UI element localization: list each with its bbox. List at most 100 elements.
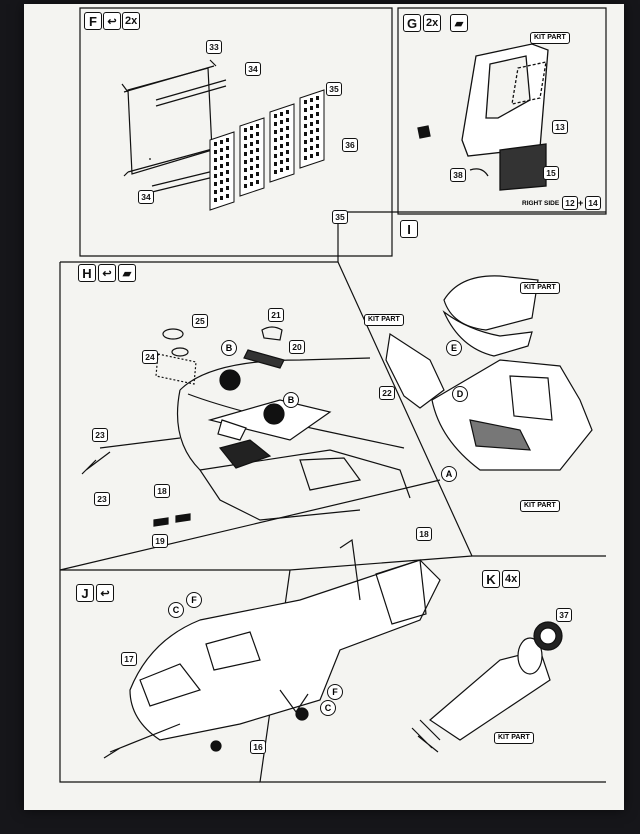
part-25: 25	[192, 314, 208, 328]
rack-hole	[286, 142, 289, 146]
rack-hole	[256, 172, 259, 176]
rack-hole	[274, 170, 277, 174]
rack-hole	[244, 152, 247, 156]
part-13: 13	[552, 120, 568, 134]
part-12: 12	[562, 196, 578, 210]
part-35b: 35	[332, 210, 348, 224]
rack-hole	[274, 146, 277, 150]
rack-hole	[304, 156, 307, 160]
rack-hole	[226, 138, 229, 142]
part-17: 17	[121, 652, 137, 666]
rack-hole	[214, 142, 217, 146]
part-18-j: 18	[416, 527, 432, 541]
rack-hole	[250, 182, 253, 186]
rack-hole	[274, 162, 277, 166]
part-16: 16	[250, 740, 266, 754]
rack-hole	[256, 148, 259, 152]
rack-hole	[304, 108, 307, 112]
rack-hole	[226, 162, 229, 166]
step-h-turn-icon: ↩	[98, 264, 116, 282]
rack-hole	[244, 128, 247, 132]
rack-hole	[304, 124, 307, 128]
part-33: 33	[206, 40, 222, 54]
rack-hole	[220, 188, 223, 192]
rack-hole	[256, 140, 259, 144]
rack-hole	[220, 140, 223, 144]
rack-hole	[274, 122, 277, 126]
step-f-turn-icon: ↩	[103, 12, 121, 30]
step-f-mult: 2x	[122, 12, 141, 30]
part-37: 37	[556, 608, 572, 622]
rack-hole	[250, 174, 253, 178]
part-34a: 34	[245, 62, 261, 76]
rack-hole	[214, 190, 217, 194]
rack-hole	[280, 136, 283, 140]
rack-hole	[256, 180, 259, 184]
rack-hole	[274, 154, 277, 158]
rack-hole	[256, 156, 259, 160]
k-exhaust-drawing	[411, 621, 563, 753]
i-kit-part-label-2: KIT PART	[364, 314, 404, 326]
rack-hole	[286, 158, 289, 162]
rack-hole	[280, 112, 283, 116]
part-f1: F	[186, 592, 202, 608]
g-right-side-text: RIGHT SIDE	[522, 200, 560, 207]
rack-hole	[310, 122, 313, 126]
rack-hole	[250, 150, 253, 154]
step-f-letter: F	[84, 12, 102, 30]
rack-hole	[250, 142, 253, 146]
rack-hole	[220, 172, 223, 176]
rack-hole	[226, 178, 229, 182]
g-window-drawing	[417, 43, 549, 191]
step-k-mult: 4x	[502, 570, 521, 588]
rack-hole	[286, 166, 289, 170]
rack-hole	[316, 112, 319, 116]
part-20: 20	[289, 340, 305, 354]
g-plus-text: +	[578, 198, 584, 208]
step-h-letter: H	[78, 264, 96, 282]
rack-hole	[220, 164, 223, 168]
rack-hole	[256, 124, 259, 128]
part-34b: 34	[138, 190, 154, 204]
rack-hole	[220, 196, 223, 200]
rack-hole	[316, 144, 319, 148]
panel-borders	[59, 7, 607, 783]
rack-hole	[244, 136, 247, 140]
rack-hole	[244, 160, 247, 164]
rack-hole	[310, 130, 313, 134]
step-i-letter: I	[400, 220, 418, 238]
rack-hole	[226, 146, 229, 150]
step-h-paint-icon: ▰	[118, 264, 136, 282]
rack-hole	[310, 114, 313, 118]
rack-hole	[274, 130, 277, 134]
rack-hole	[214, 174, 217, 178]
rack-hole	[280, 168, 283, 172]
step-g-paint-icon: ▰	[450, 14, 468, 32]
g-kit-part-label: KIT PART	[530, 32, 570, 44]
rack-hole	[226, 194, 229, 198]
i-kit-part-label-1: KIT PART	[520, 282, 560, 294]
rack-hole	[226, 186, 229, 190]
part-36: 36	[342, 138, 358, 152]
part-23b: 23	[94, 492, 110, 506]
rack-hole	[250, 126, 253, 130]
rack-hole	[220, 148, 223, 152]
rack-hole	[244, 176, 247, 180]
rack-hole	[316, 152, 319, 156]
part-21: 21	[268, 308, 284, 322]
part-b1: B	[221, 340, 237, 356]
rack-hole	[244, 144, 247, 148]
rack-hole	[280, 160, 283, 164]
part-18-h: 18	[154, 484, 170, 498]
rack-hole	[286, 110, 289, 114]
rack-hole	[250, 134, 253, 138]
f-rack-group	[209, 89, 325, 211]
rack-hole	[256, 132, 259, 136]
rack-hole	[274, 114, 277, 118]
rack-hole	[316, 128, 319, 132]
rack-hole	[256, 164, 259, 168]
rack-hole	[280, 144, 283, 148]
rack-hole	[280, 120, 283, 124]
rack-hole	[310, 138, 313, 142]
